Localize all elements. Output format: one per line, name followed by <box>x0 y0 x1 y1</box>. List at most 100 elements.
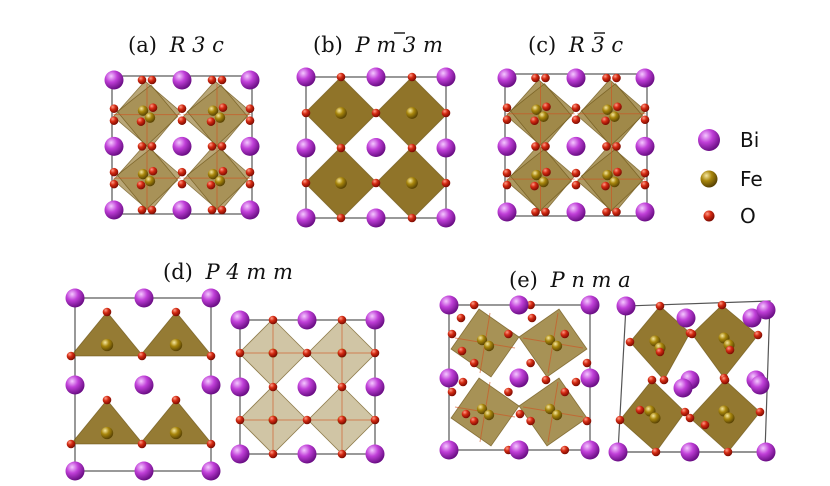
bi-atom <box>240 70 260 90</box>
o-atom <box>560 329 570 339</box>
o-atom <box>217 75 227 85</box>
o-atom <box>720 375 730 385</box>
bi-atom <box>750 375 770 395</box>
o-atom <box>700 420 710 430</box>
o-atom <box>541 142 550 151</box>
bi-atom <box>65 375 85 395</box>
o-atom <box>755 407 765 417</box>
bi-atom <box>566 68 586 88</box>
o-atom <box>461 409 471 419</box>
structure-c <box>497 68 655 222</box>
o-atom <box>371 178 381 188</box>
fe-atom <box>169 426 183 440</box>
o-atom <box>469 358 479 368</box>
o-atom <box>504 329 513 339</box>
bi-atom <box>497 202 517 222</box>
bi-atom <box>439 368 459 388</box>
o-atom <box>441 108 451 118</box>
o-atom <box>136 117 146 126</box>
bi-atom <box>635 136 655 156</box>
bi-atom <box>365 310 385 330</box>
o-atom <box>109 116 119 125</box>
feo5-pyramid <box>139 311 213 357</box>
o-atom <box>441 178 451 188</box>
bi-atom <box>616 296 636 316</box>
o-atom <box>268 449 278 459</box>
structure-d-top-view <box>230 310 385 464</box>
bi-atom <box>297 444 317 464</box>
structure-e-view-1 <box>439 295 600 460</box>
o-atom <box>602 73 611 83</box>
o-atom <box>530 116 539 126</box>
bi-atom <box>172 70 192 90</box>
o-atom <box>447 387 457 397</box>
o-atom <box>502 168 512 178</box>
o-atom <box>560 445 570 455</box>
o-atom <box>687 329 697 339</box>
fe-atom <box>137 168 149 180</box>
o-atom <box>407 72 417 82</box>
structure-b <box>296 67 456 228</box>
bi-atom <box>134 461 154 481</box>
bi-atom <box>497 136 517 156</box>
bi-atom <box>230 377 250 397</box>
fe-atom <box>538 111 549 122</box>
bi-atom <box>673 378 693 398</box>
legend-label-bi: Bi <box>740 128 759 152</box>
o-atom <box>541 207 550 217</box>
o-atom <box>685 413 695 423</box>
o-atom <box>655 301 665 311</box>
o-atom <box>177 167 187 177</box>
bi-atom <box>65 288 85 308</box>
o-atom <box>102 395 112 405</box>
fe-atom <box>137 105 149 116</box>
o-atom <box>526 300 535 310</box>
o-atom <box>245 179 255 189</box>
fe-o-bond <box>479 342 486 374</box>
bi-atom <box>296 138 316 158</box>
o-atom <box>635 405 645 415</box>
legend-label-fe: Fe <box>740 167 763 191</box>
bi-atom <box>366 67 386 87</box>
bi-atom <box>134 375 154 395</box>
fe-atom <box>144 112 156 123</box>
o-atom <box>207 205 217 215</box>
o-atom <box>66 439 76 449</box>
panel-label-a: (a) R 3 c <box>128 33 224 57</box>
o-atom-icon <box>703 210 715 222</box>
bi-atom <box>230 444 250 464</box>
fe-atom <box>538 176 549 188</box>
bi-atom <box>65 461 85 481</box>
o-atom <box>147 205 157 215</box>
o-atom <box>206 117 216 126</box>
o-atom <box>301 108 311 118</box>
o-atom <box>301 178 311 188</box>
o-atom <box>647 375 657 385</box>
o-atom <box>542 167 551 177</box>
bi-atom <box>296 208 316 228</box>
o-atom <box>640 115 650 125</box>
o-atom <box>541 375 551 385</box>
o-atom <box>541 73 550 83</box>
fe-atom <box>649 412 661 424</box>
o-atom <box>218 166 228 176</box>
o-atom <box>515 409 525 419</box>
o-atom <box>245 116 255 125</box>
structure-a <box>104 70 260 220</box>
fe-atom <box>609 111 620 122</box>
fe-o-bond <box>479 411 486 443</box>
bi-atom <box>436 67 456 87</box>
o-atom <box>469 300 479 310</box>
bi-atom-icon <box>698 129 720 151</box>
bi-atom <box>172 200 192 220</box>
o-atom <box>407 143 417 153</box>
fe-atom <box>602 169 613 181</box>
o-atom <box>602 142 611 151</box>
o-atom <box>217 142 227 151</box>
panel-label-e: (e) P n m a <box>509 268 631 292</box>
o-atom <box>336 143 346 153</box>
bi-atom <box>297 377 317 397</box>
o-atom <box>447 329 457 339</box>
o-atom <box>66 351 76 361</box>
bi-atom <box>201 375 221 395</box>
